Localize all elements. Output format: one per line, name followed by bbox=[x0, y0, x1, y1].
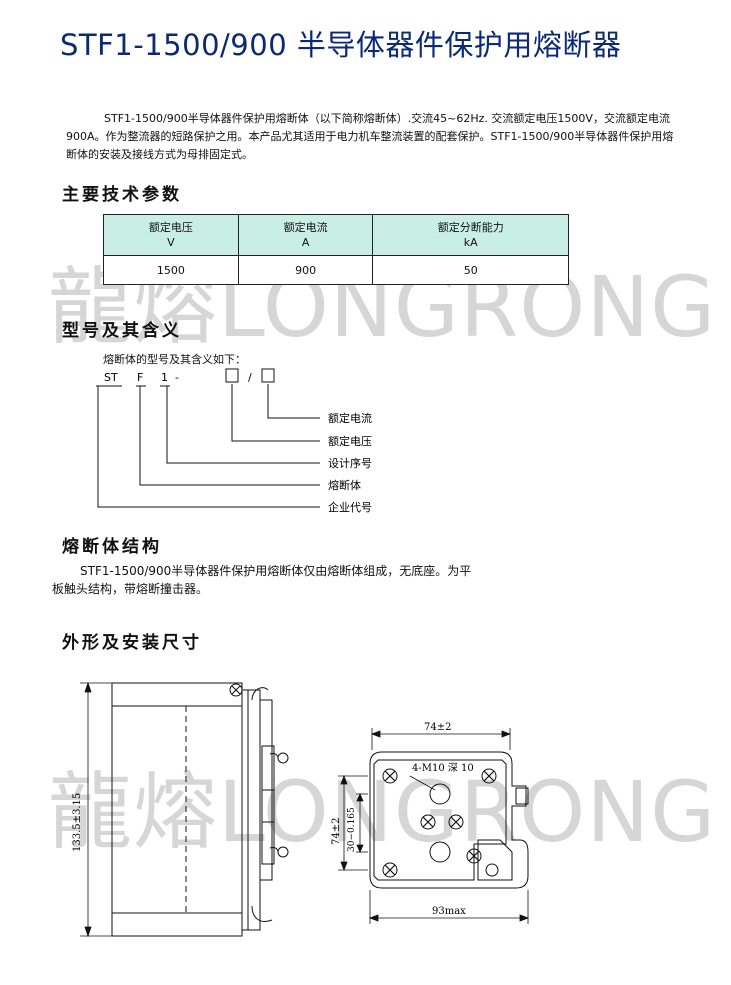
code-f: F bbox=[137, 371, 143, 384]
section-title-params: 主要技术参数 bbox=[62, 185, 182, 205]
header-voltage: 额定电压 V bbox=[103, 214, 239, 256]
page-title: STF1-1500/900 半导体器件保护用熔断器 bbox=[60, 28, 622, 62]
meaning-design-number: 设计序号 bbox=[328, 456, 372, 470]
header-current-unit: A bbox=[301, 236, 310, 249]
params-table: 额定电压 V 额定电流 A 额定分断能力 kA 1500 900 50 bbox=[103, 214, 569, 285]
header-breaking-unit: kA bbox=[463, 236, 478, 249]
watermark-bottom: 龍熔LONGRONG bbox=[48, 763, 717, 861]
header-breaking: 额定分断能力 kA bbox=[372, 214, 569, 256]
header-breaking-name: 额定分断能力 bbox=[437, 221, 504, 234]
code-1: 1 bbox=[161, 371, 168, 384]
meaning-fuse-link: 熔断体 bbox=[328, 478, 361, 492]
meaning-rated-voltage: 额定电压 bbox=[328, 434, 372, 448]
model-leader-lines bbox=[96, 384, 320, 508]
code-st: ST bbox=[104, 371, 118, 384]
params-value-row: 1500 900 50 bbox=[103, 255, 569, 285]
height-label: 133.5±3.15 bbox=[72, 793, 83, 852]
code-slash: / bbox=[248, 371, 252, 384]
value-current: 900 bbox=[237, 255, 374, 285]
structure-paragraph: STF1-1500/900半导体器件保护用熔断体仅由熔断体组成，无底座。为平板触… bbox=[52, 562, 472, 598]
section-title-structure: 熔断体结构 bbox=[62, 537, 162, 557]
side-view bbox=[111, 682, 289, 937]
thread-label: 4-M10 深 10 bbox=[412, 762, 474, 774]
side-body-outline bbox=[111, 682, 243, 937]
intro-paragraph: STF1-1500/900半导体器件保护用熔断体（以下简称熔断体）.交流45~6… bbox=[66, 110, 676, 164]
code-current-box bbox=[261, 368, 275, 383]
params-header-row: 额定电压 V 额定电流 A 额定分断能力 kA bbox=[103, 214, 569, 256]
front-view bbox=[369, 751, 529, 889]
meaning-rated-current: 额定电流 bbox=[328, 411, 372, 425]
front-body-outline bbox=[369, 751, 529, 889]
model-subtitle: 熔断体的型号及其含义如下： bbox=[103, 353, 246, 366]
value-voltage: 1500 bbox=[103, 255, 239, 285]
top-width-label: 74±2 bbox=[424, 722, 451, 733]
front-cross-marks bbox=[384, 770, 495, 876]
intro-text: STF1-1500/900半导体器件保护用熔断体（以下简称熔断体）.交流45~6… bbox=[66, 112, 674, 161]
structure-text: STF1-1500/900半导体器件保护用熔断体仅由熔断体组成，无底座。为平板触… bbox=[52, 564, 472, 596]
front-dimensions bbox=[338, 728, 530, 924]
code-dash: - bbox=[175, 371, 179, 384]
value-breaking: 50 bbox=[372, 255, 569, 285]
header-current: 额定电流 A bbox=[237, 214, 374, 256]
header-voltage-unit: V bbox=[167, 236, 175, 249]
side-height-label: 74±2 bbox=[331, 818, 342, 845]
code-voltage-box bbox=[225, 368, 239, 383]
section-title-dimensions: 外形及安装尺寸 bbox=[62, 633, 202, 653]
hole-spacing-label: 30−0.165 bbox=[347, 807, 357, 852]
height-dimension bbox=[80, 681, 112, 938]
meaning-company-code: 企业代号 bbox=[328, 500, 372, 514]
header-current-name: 额定电流 bbox=[283, 221, 328, 234]
section-title-model: 型号及其含义 bbox=[62, 321, 182, 341]
overall-width-label: 93max bbox=[432, 906, 466, 917]
header-voltage-name: 额定电压 bbox=[148, 221, 193, 234]
